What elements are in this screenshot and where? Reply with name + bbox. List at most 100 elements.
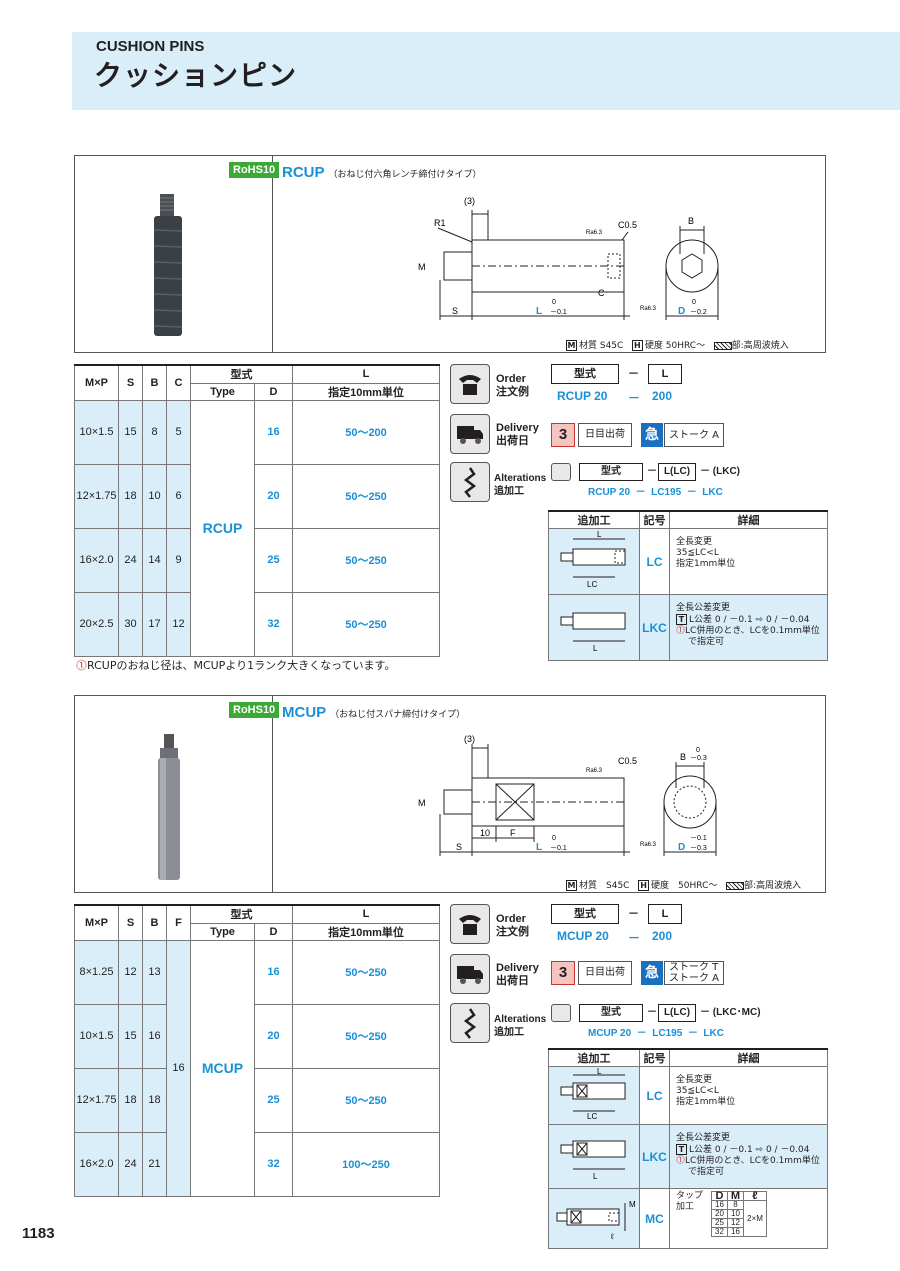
rcup-ra-2: Ra6.3 bbox=[640, 306, 657, 312]
point-icon: ⓵ bbox=[76, 659, 87, 672]
mcup-dim-s: S bbox=[456, 842, 462, 852]
svg-text:L: L bbox=[597, 530, 602, 539]
rcup-hardness: 硬度 50HRC～ bbox=[644, 341, 706, 351]
mcup-ra-2: Ra6.3 bbox=[640, 842, 657, 848]
rcup-title: RCUP（おねじ付六角レンチ締付けタイプ） bbox=[282, 164, 482, 181]
rcup-dim-c05: C0.5 bbox=[618, 220, 637, 230]
mcup-photo-divider bbox=[272, 695, 273, 893]
rcup-photo bbox=[153, 194, 183, 336]
th-mp: M×P bbox=[74, 904, 119, 941]
rcup-dim-m: M bbox=[418, 262, 426, 272]
th-l: L bbox=[292, 904, 440, 924]
rcup-dim-l-dn: －0.1 bbox=[550, 309, 567, 316]
th-type: Type bbox=[190, 382, 255, 401]
alt-lkc-figure: L bbox=[560, 612, 626, 653]
rcup-note-text: RCUPのおねじ径は、MCUPより1ランク大きくなっています。 bbox=[87, 659, 396, 672]
th-l: L bbox=[292, 364, 440, 384]
alt-th-3: 詳細 bbox=[669, 510, 828, 529]
rcup-stroke: ストーク A bbox=[664, 423, 725, 447]
mcup-material: 材質 S45C bbox=[579, 881, 630, 891]
mcup-dim-f: F bbox=[510, 828, 516, 838]
rcup-type-cell: RCUP bbox=[190, 399, 255, 657]
rcup-photo-divider bbox=[272, 155, 273, 353]
mcup-delivery-text: 日目出荷 bbox=[578, 961, 632, 985]
mcup-dim-l-dn: －0.1 bbox=[550, 845, 567, 852]
svg-text:M: M bbox=[629, 1200, 636, 1209]
mcup-hf-note: 部:高周波焼入 bbox=[743, 881, 801, 891]
hatch-icon bbox=[725, 881, 744, 890]
alt-th-1: 追加工 bbox=[548, 1048, 640, 1067]
mcup-desc: （おねじ付スパナ締付けタイプ） bbox=[330, 709, 466, 719]
svg-text:L: L bbox=[593, 644, 598, 653]
rcup-dim-l: L bbox=[536, 306, 542, 317]
mcup-photo bbox=[158, 734, 180, 880]
th-b: B bbox=[142, 364, 167, 401]
rcup-order-l: L bbox=[648, 364, 682, 384]
rcup-delivery-text: 日目出荷 bbox=[578, 423, 632, 447]
th-c: C bbox=[166, 364, 191, 401]
th-kata: 型式 bbox=[190, 364, 293, 384]
svg-text:ℓ: ℓ bbox=[610, 1232, 614, 1241]
svg-text:LC: LC bbox=[587, 580, 597, 589]
rcup-desc: （おねじ付六角レンチ締付けタイプ） bbox=[328, 169, 482, 179]
mcup-dim-d-dn: －0.3 bbox=[690, 845, 707, 852]
header-title-en: CUSHION PINS bbox=[96, 38, 205, 55]
rcup-legend-h: H bbox=[631, 340, 643, 351]
mcup-f-cell: 16 bbox=[166, 939, 191, 1197]
mcup-legend-h: H bbox=[638, 880, 650, 891]
mcup-alt-llc: L(LC) bbox=[658, 1004, 696, 1022]
th-s: S bbox=[118, 904, 143, 941]
th-l2: 指定10mm単位 bbox=[292, 922, 440, 941]
phone-icon bbox=[450, 904, 490, 944]
mcup-dim-d: D bbox=[678, 842, 685, 853]
drill-icon bbox=[450, 462, 490, 502]
rcup-dim-d: D bbox=[678, 306, 685, 317]
mcup-dim-l-up: 0 bbox=[552, 835, 556, 842]
point-icon: ⓵ bbox=[676, 626, 686, 636]
rcup-alt-kata: 型式 bbox=[579, 463, 643, 481]
mcup-order-ex-type: MCUP 20 bbox=[557, 929, 609, 943]
rcup-order-ex-l: 200 bbox=[652, 389, 673, 403]
mcup-dim-b-up: 0 bbox=[696, 747, 700, 754]
rcup-hf-note: 部:高周波焼入 bbox=[731, 341, 789, 351]
rcup-legend-m: M bbox=[566, 340, 577, 351]
rcup-material: 材質 S45C bbox=[579, 341, 624, 351]
alt-th-2: 記号 bbox=[639, 510, 670, 529]
rcup-order-ex-dash: － bbox=[628, 391, 641, 405]
mcup-alt-dash: － bbox=[647, 1007, 657, 1018]
rcup-alt-dash: － bbox=[647, 466, 657, 477]
mcup-order-dash: － bbox=[628, 908, 639, 920]
mcup-order-ex-dash: － bbox=[628, 931, 641, 945]
mcup-express-badge: 急 bbox=[641, 961, 663, 985]
rcup-alt-llc: L(LC) bbox=[658, 463, 696, 481]
mcup-order-ex-l: 200 bbox=[652, 929, 673, 943]
rcup-order-kata: 型式 bbox=[551, 364, 619, 384]
rcup-dim-l-up: 0 bbox=[552, 299, 556, 306]
th-kata: 型式 bbox=[190, 904, 293, 924]
header-banner bbox=[72, 32, 900, 110]
alt-th-3: 詳細 bbox=[669, 1048, 828, 1067]
phone-icon bbox=[450, 364, 490, 404]
rcup-alt-example: RCUP 20 － LC195 － LKC bbox=[588, 487, 723, 498]
page-number: 1183 bbox=[22, 1225, 55, 1242]
mcup-hardness: 硬度 50HRC～ bbox=[651, 881, 718, 891]
mcup-dim-3: (3) bbox=[464, 734, 475, 744]
mcup-alt-kata: 型式 bbox=[579, 1004, 643, 1022]
mcup-dim-m: M bbox=[418, 798, 426, 808]
